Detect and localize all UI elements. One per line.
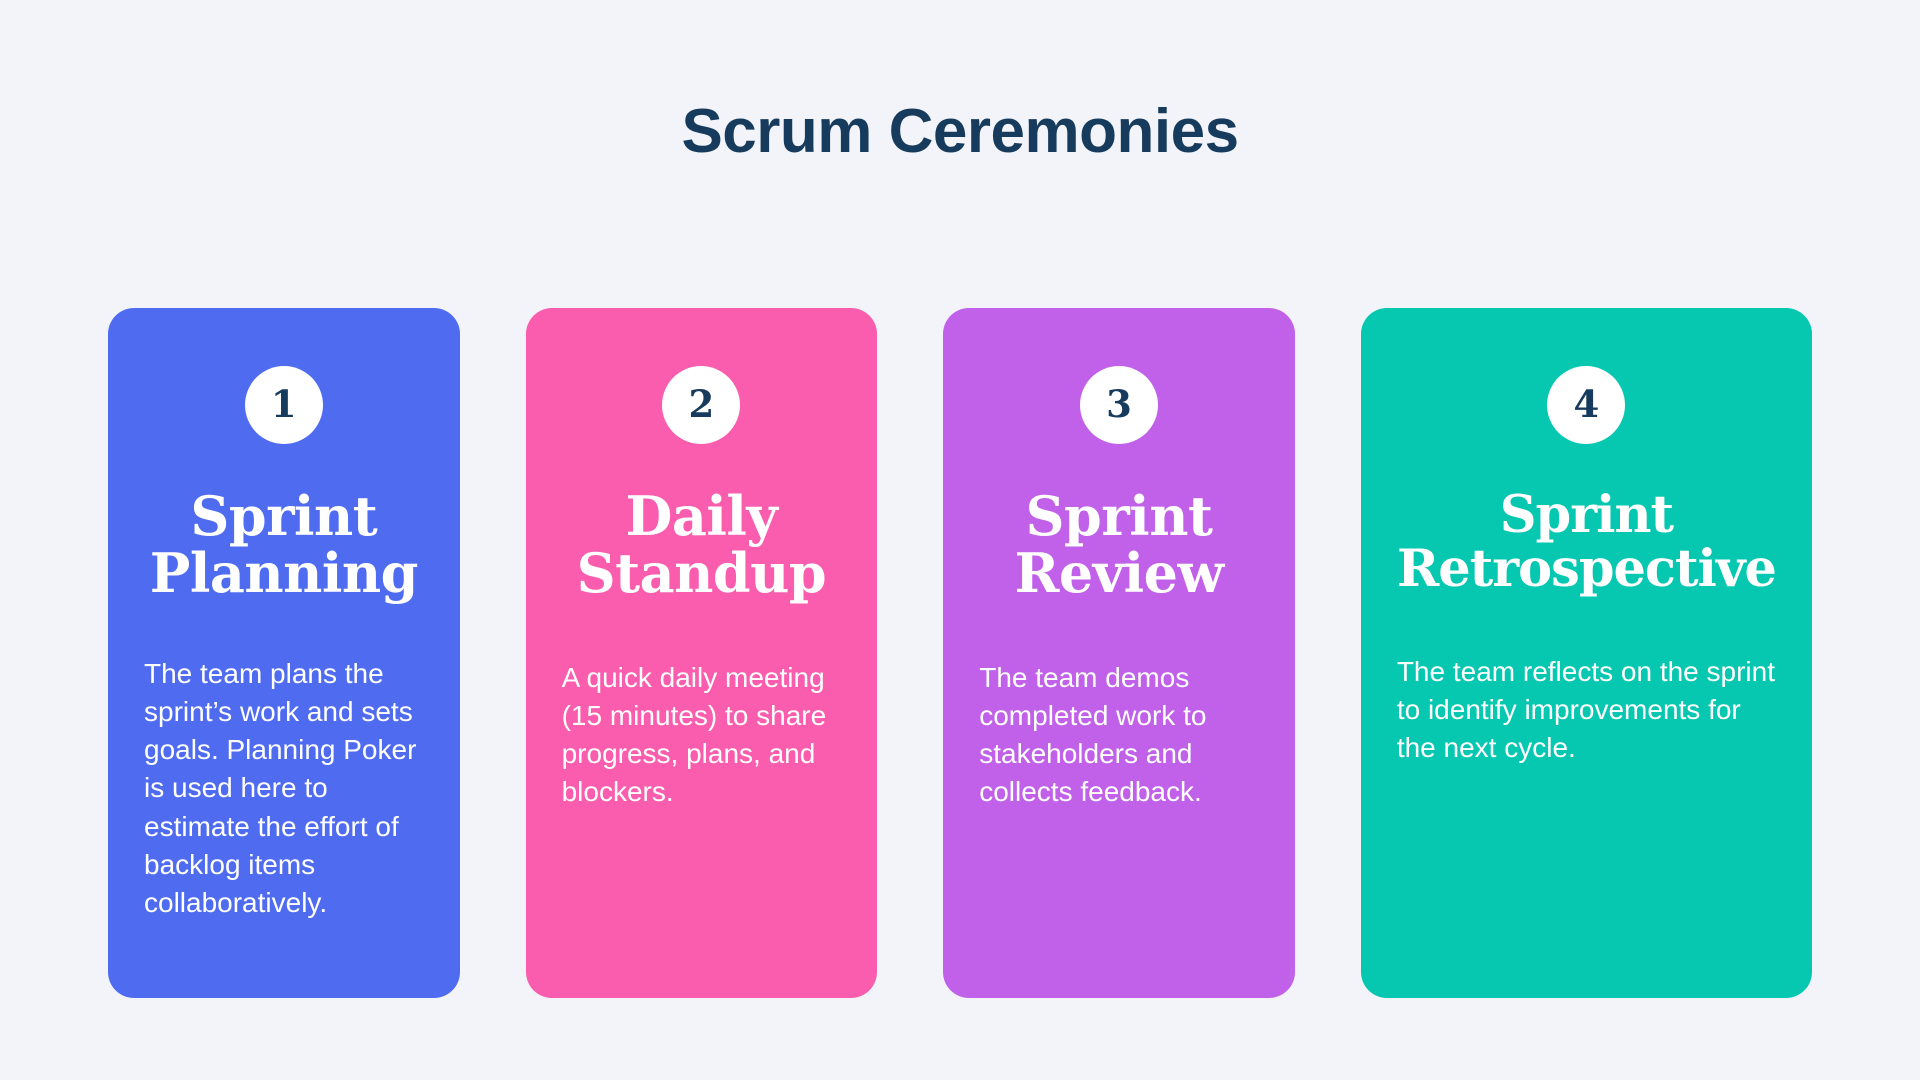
- step-number-badge: 3: [1080, 365, 1159, 444]
- ceremony-card-daily-standup[interactable]: 2 Daily Standup A quick daily meeting (1…: [525, 307, 878, 998]
- step-number-label: 1: [270, 382, 297, 427]
- step-number-badge: 1: [244, 365, 323, 444]
- ceremony-title: Sprint Retrospective: [1396, 484, 1777, 600]
- step-number-badge: 4: [1547, 365, 1626, 444]
- ceremony-title: Sprint Review: [1014, 483, 1224, 606]
- ceremony-description: The team demos completed work to stakeho…: [979, 662, 1207, 808]
- step-number-label: 4: [1573, 382, 1600, 427]
- ceremony-title: Daily Standup: [576, 483, 827, 606]
- ceremony-card-list: 1 Sprint Planning The team plans the spr…: [0, 307, 1920, 998]
- ceremony-description: The team reflects on the sprint to ident…: [1396, 655, 1776, 763]
- ceremony-title: Sprint Planning: [149, 483, 419, 606]
- page-title: Scrum Ceremonies: [681, 97, 1239, 166]
- ceremony-description: The team plans the sprint’s work and set…: [144, 658, 417, 918]
- ceremony-card-sprint-planning[interactable]: 1 Sprint Planning The team plans the spr…: [108, 307, 460, 998]
- ceremony-card-sprint-review[interactable]: 3 Sprint Review The team demos completed…: [943, 307, 1295, 998]
- step-number-label: 3: [1106, 382, 1132, 427]
- ceremony-description: A quick daily meeting (15 minutes) to sh…: [561, 662, 827, 808]
- step-number-label: 2: [688, 382, 715, 427]
- step-number-badge: 2: [662, 365, 741, 444]
- ceremony-card-sprint-retrospective[interactable]: 4 Sprint Retrospective The team reflects…: [1360, 307, 1812, 998]
